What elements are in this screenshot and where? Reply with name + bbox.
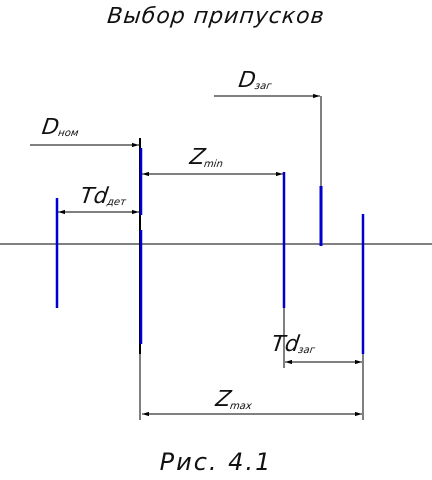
label-z-max-main: Z — [213, 386, 234, 412]
label-z-min-main: Z — [187, 144, 208, 170]
label-z-min: Zmin — [187, 144, 226, 170]
label-td-zag-sub: заг — [297, 345, 316, 356]
label-td-det: Tdдет — [79, 183, 130, 209]
label-td-det-main: Td — [79, 183, 111, 209]
label-td-zag-main: Td — [270, 331, 302, 357]
label-td-det-sub: дет — [105, 197, 128, 208]
label-d-zag: Dзаг — [237, 67, 275, 93]
label-d-zag-main: D — [237, 67, 258, 93]
figure-caption: Рис. 4.1 — [159, 448, 273, 476]
label-d-nom-main: D — [40, 114, 61, 140]
label-z-max: Zmax — [213, 386, 256, 412]
label-d-nom-sub: ном — [57, 128, 79, 139]
label-z-max-sub: max — [229, 401, 253, 412]
label-td-zag: Tdзаг — [270, 331, 318, 357]
label-z-min-sub: min — [203, 159, 223, 170]
label-d-nom: Dном — [40, 114, 81, 140]
label-d-zag-sub: заг — [254, 81, 273, 92]
